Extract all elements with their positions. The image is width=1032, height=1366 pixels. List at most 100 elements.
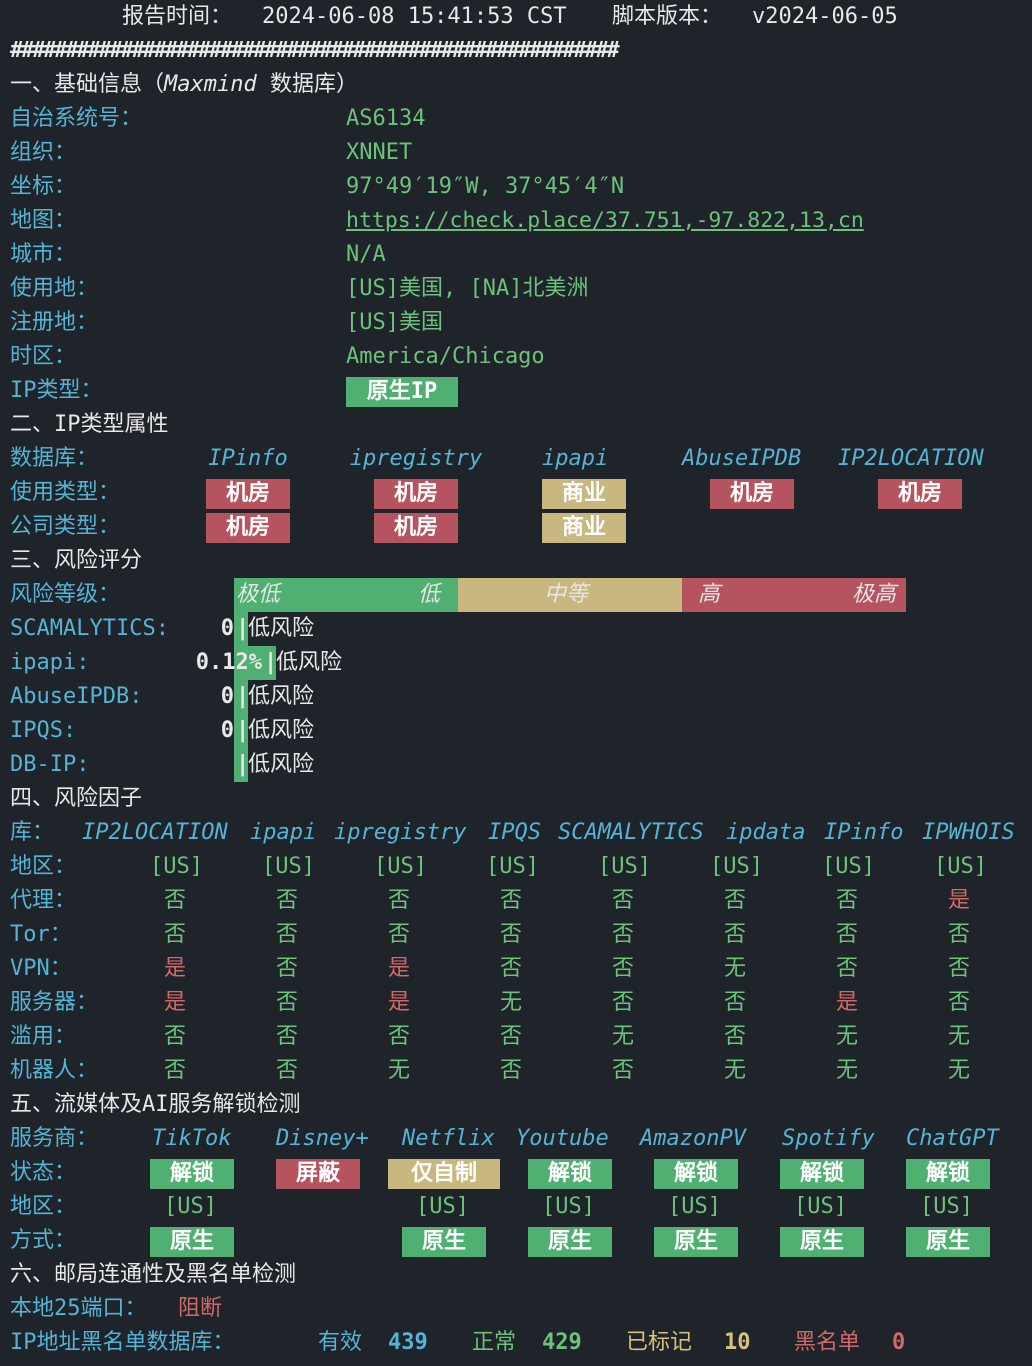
factor-value: 否: [500, 922, 523, 947]
usage-type-badge: 商业: [542, 479, 626, 509]
factor-region: [US]: [710, 854, 763, 879]
city-value: N/A: [346, 242, 386, 267]
risk-text: 低风险: [248, 718, 315, 743]
level-mid: 中等: [544, 582, 589, 607]
factor-value: 是: [388, 990, 411, 1015]
factor-value: 无: [612, 1024, 635, 1049]
factor-region: [US]: [486, 854, 539, 879]
status-badge: 解锁: [780, 1159, 864, 1189]
risk-source-name: IPQS:: [10, 718, 77, 743]
risk-row: AbuseIPDB: 0 | 低风险: [0, 680, 1032, 714]
risk-separator: |: [264, 650, 278, 675]
level-very-high: 极高: [852, 582, 897, 607]
factor-label: 服务器：: [10, 990, 99, 1015]
factor-row-vpn: VPN：是否是否否无否否: [0, 952, 1032, 986]
factor-value: 否: [276, 1024, 299, 1049]
iptype-label: IP类型：: [10, 378, 103, 403]
stream-region: [US]: [668, 1194, 721, 1219]
factor-row-abuse: 滥用：否否否否无否无无: [0, 1020, 1032, 1054]
factor-value: 否: [164, 922, 187, 947]
factor-value: 是: [164, 956, 187, 981]
city-label: 城市：: [10, 242, 77, 267]
stream-status-row: 状态： 解锁 屏蔽 仅自制 解锁 解锁 解锁 解锁: [0, 1156, 1032, 1190]
version-label: 脚本版本：: [612, 4, 723, 29]
report-time: 2024-06-08 15:41:53 CST: [262, 4, 567, 29]
factor-value: 是: [948, 888, 971, 913]
port25-status: 阻断: [178, 1296, 223, 1321]
lib-scamalytics: SCAMALYTICS: [558, 820, 704, 845]
factor-value: 否: [836, 888, 859, 913]
factor-region: [US]: [374, 854, 427, 879]
stream-region-label: 地区：: [10, 1194, 77, 1219]
factor-label: VPN：: [10, 956, 72, 981]
factor-region-label: 地区：: [10, 854, 77, 879]
factor-value: 无: [388, 1058, 411, 1083]
factor-value: 否: [612, 888, 635, 913]
mode-badge: 原生: [528, 1227, 612, 1257]
section-risk-title: 三、风险评分: [10, 548, 143, 573]
factor-region: [US]: [822, 854, 875, 879]
section-factors-title: 四、风险因子: [10, 786, 143, 811]
stream-region-row: 地区： [US] [US] [US] [US] [US] [US]: [0, 1190, 1032, 1224]
factor-value: 否: [164, 1058, 187, 1083]
usage-type-badge: 机房: [878, 479, 962, 509]
marked-label: 已标记: [626, 1330, 693, 1355]
factor-region: [US]: [262, 854, 315, 879]
risk-separator: |: [236, 684, 250, 709]
lib-label: 库：: [10, 820, 55, 845]
risk-score: 0.12%: [195, 650, 262, 675]
blacklist-label: IP地址黑名单数据库：: [10, 1330, 235, 1355]
factor-value: 否: [500, 956, 523, 981]
factor-label: 滥用：: [10, 1024, 77, 1049]
divider-text: ########################################…: [10, 38, 620, 63]
factor-value: 否: [164, 888, 187, 913]
status-badge: 解锁: [528, 1159, 612, 1189]
lib-ip2location: IP2LOCATION: [82, 820, 228, 845]
risk-source-name: SCAMALYTICS:: [10, 616, 169, 641]
attr-db-row: 数据库： IPinfo ipregistry ipapi AbuseIPDB I…: [0, 442, 1032, 476]
factor-value: 否: [500, 888, 523, 913]
marked-count: 10: [724, 1330, 751, 1355]
factor-value: 无: [948, 1024, 971, 1049]
attr-db-label: 数据库：: [10, 446, 99, 471]
factor-value: 是: [164, 990, 187, 1015]
db-abuseipdb: AbuseIPDB: [682, 446, 802, 471]
status-badge: 解锁: [654, 1159, 738, 1189]
factor-value: 否: [724, 1024, 747, 1049]
risk-source-name: ipapi:: [10, 650, 90, 675]
timezone-value: America/Chicago: [346, 344, 545, 369]
factor-region-row: 地区： [US] [US] [US] [US] [US] [US] [US] […: [0, 850, 1032, 884]
risk-source-name: DB-IP:: [10, 752, 90, 777]
factor-value: 否: [612, 956, 635, 981]
usage-place-value: [US]美国, [NA]北美洲: [346, 276, 589, 301]
factor-value: 无: [500, 990, 523, 1015]
factor-label: 机器人：: [10, 1058, 99, 1083]
db-ip2location: IP2LOCATION: [838, 446, 984, 471]
company-type-badge: 机房: [374, 513, 458, 543]
factor-value: 是: [836, 990, 859, 1015]
factor-lib-row: 库： IP2LOCATION ipapi ipregistry IPQS SCA…: [0, 816, 1032, 850]
map-label: 地图：: [10, 208, 77, 233]
mode-label: 方式：: [10, 1228, 77, 1253]
normal-count: 429: [542, 1330, 582, 1355]
attr-company-row: 公司类型： 机房 机房 商业: [0, 510, 1032, 544]
report-header: 报告时间： 2024-06-08 15:41:53 CST 脚本版本： v202…: [0, 0, 1032, 34]
factor-value: 否: [500, 1024, 523, 1049]
factor-value: 否: [724, 922, 747, 947]
factor-value: 否: [724, 990, 747, 1015]
factor-value: 否: [276, 888, 299, 913]
risk-score: 0: [220, 616, 234, 641]
factor-row-bot: 机器人：否否无否否无无无: [0, 1054, 1032, 1088]
stream-region: [US]: [542, 1194, 595, 1219]
coord-value: 97°49′19″W, 37°45′4″N: [346, 174, 625, 199]
version: v2024-06-05: [752, 4, 898, 29]
asn-label: 自治系统号：: [10, 106, 143, 131]
factor-region: [US]: [150, 854, 203, 879]
map-link[interactable]: https://check.place/37.751,-97.822,13,cn: [346, 208, 864, 233]
lib-ipapi: ipapi: [250, 820, 317, 845]
registry-value: [US]美国: [346, 310, 443, 335]
factor-value: 否: [388, 888, 411, 913]
registry-label: 注册地：: [10, 310, 99, 335]
risk-bar-high: [682, 578, 906, 612]
factor-region: [US]: [598, 854, 651, 879]
